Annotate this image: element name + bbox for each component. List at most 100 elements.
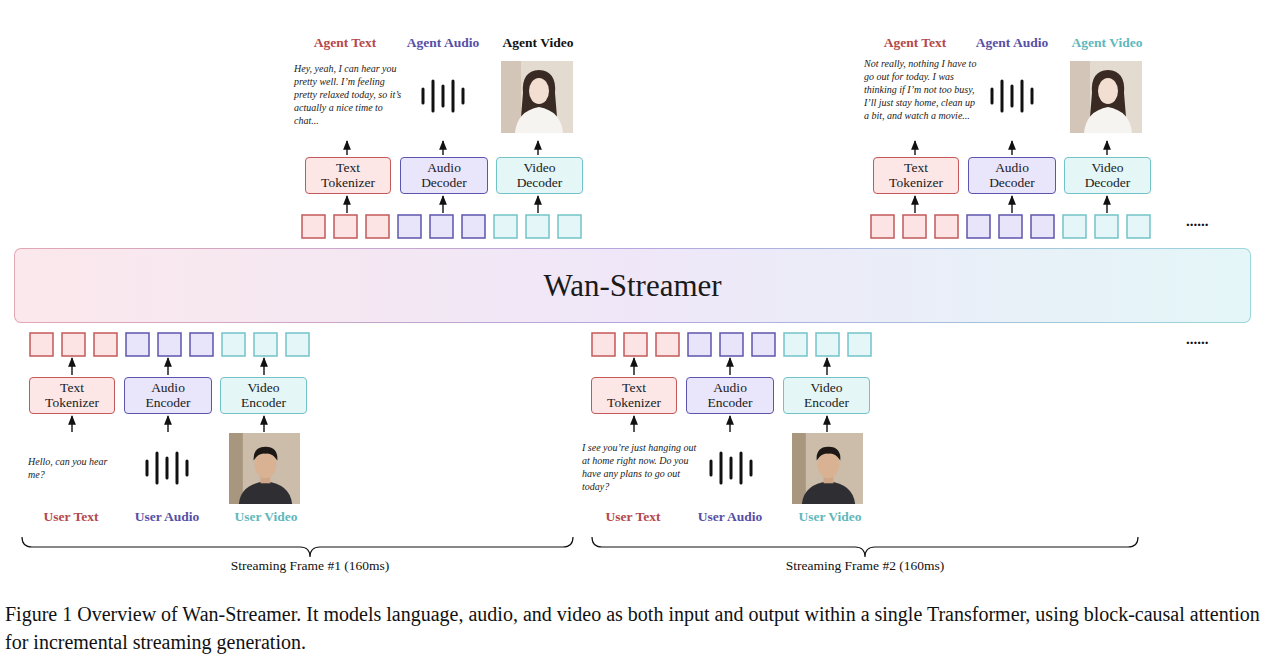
- wave-bar: [1031, 89, 1034, 103]
- box-label: Video Decoder: [505, 161, 574, 190]
- audio-token: [967, 215, 990, 238]
- video-token: [1095, 215, 1118, 238]
- agent-utterance: Not really, nothing I have to go out for…: [864, 57, 978, 122]
- wave-bar: [442, 86, 445, 106]
- box-label: Audio Encoder: [133, 381, 203, 410]
- box-label: Text Tokenizer: [882, 161, 950, 190]
- wave-bar: [1021, 81, 1024, 111]
- box-label: Video Encoder: [229, 381, 298, 410]
- audio-icon: [147, 453, 187, 483]
- transformer-band: Wan-Streamer: [14, 248, 1251, 323]
- arrow: [167, 358, 168, 375]
- arrow: [1106, 141, 1107, 155]
- arrow: [1011, 196, 1012, 213]
- arrow: [1011, 141, 1012, 155]
- wave-bar: [462, 89, 465, 103]
- wave-bar: [422, 89, 425, 103]
- frame-label: Streaming Frame #2 (160ms): [715, 558, 1015, 574]
- arrow: [346, 196, 347, 213]
- audio-token: [190, 333, 213, 356]
- tokenizer-box: Text Tokenizer: [591, 377, 677, 414]
- text-token: [871, 215, 894, 238]
- audio-token: [720, 333, 743, 356]
- tokenizer-box: Text Tokenizer: [873, 157, 959, 194]
- wave-bar: [710, 461, 713, 475]
- continuation-dots: ......: [1186, 213, 1246, 229]
- audio-token: [126, 333, 149, 356]
- agent-video-frame: [501, 61, 573, 133]
- stream-heading: Agent Video: [483, 35, 593, 51]
- stream-heading: User Audio: [680, 509, 780, 525]
- text-token: [62, 333, 85, 356]
- decoder-box: Audio Decoder: [400, 157, 488, 194]
- arrow: [71, 416, 72, 432]
- audio-token: [398, 215, 421, 238]
- wave-bar: [452, 81, 455, 111]
- audio-token: [462, 215, 485, 238]
- video-token: [558, 215, 581, 238]
- arrow: [729, 358, 730, 375]
- text-token: [592, 333, 615, 356]
- box-label: Text Tokenizer: [314, 161, 382, 190]
- video-token: [784, 333, 807, 356]
- arrow: [633, 358, 634, 375]
- tokenizer-box: Text Tokenizer: [305, 157, 391, 194]
- wave-bar: [432, 81, 435, 111]
- arrow: [442, 141, 443, 155]
- decoder-box: Video Decoder: [1064, 157, 1151, 194]
- wave-bar: [176, 453, 179, 483]
- user-utterance: Hello, can you hear me?: [28, 455, 126, 481]
- audio-token: [430, 215, 453, 238]
- user-video-frame: [229, 433, 300, 504]
- frame-label: Streaming Frame #1 (160ms): [160, 558, 460, 574]
- arrow: [167, 416, 168, 432]
- agent-video-frame: [1070, 61, 1142, 133]
- text-token: [94, 333, 117, 356]
- arrow: [914, 141, 915, 155]
- arrow: [729, 416, 730, 432]
- video-token: [816, 333, 839, 356]
- video-token: [1063, 215, 1086, 238]
- video-token: [286, 333, 309, 356]
- encoder-box: Audio Encoder: [124, 377, 212, 414]
- text-token: [624, 333, 647, 356]
- audio-token: [752, 333, 775, 356]
- stream-heading: Agent Text: [290, 35, 400, 51]
- stream-heading: User Video: [216, 509, 316, 525]
- wave-bar: [156, 453, 159, 483]
- video-token: [494, 215, 517, 238]
- arrow: [442, 196, 443, 213]
- box-label: Text Tokenizer: [38, 381, 106, 410]
- frame-brace: [592, 537, 1138, 557]
- wave-bar: [1011, 86, 1014, 106]
- audio-icon: [992, 81, 1032, 111]
- stream-heading: Agent Video: [1052, 35, 1162, 51]
- audio-token: [688, 333, 711, 356]
- arrow: [346, 141, 347, 155]
- stream-heading: User Text: [583, 509, 683, 525]
- text-token: [366, 215, 389, 238]
- model-name: Wan-Streamer: [543, 268, 721, 304]
- arrow: [914, 196, 915, 213]
- box-label: Video Encoder: [792, 381, 861, 410]
- video-token: [1127, 215, 1150, 238]
- arrow: [826, 416, 827, 432]
- box-label: Audio Decoder: [409, 161, 479, 190]
- decoder-box: Video Decoder: [496, 157, 583, 194]
- audio-token: [1031, 215, 1054, 238]
- stream-heading: Agent Audio: [388, 35, 498, 51]
- video-token: [254, 333, 277, 356]
- wave-bar: [186, 461, 189, 475]
- wave-bar: [740, 453, 743, 483]
- box-label: Text Tokenizer: [600, 381, 668, 410]
- text-token: [30, 333, 53, 356]
- audio-icon: [423, 81, 463, 111]
- frame-brace: [22, 537, 573, 557]
- agent-utterance: Hey, yeah, I can hear you pretty well. I…: [294, 62, 402, 127]
- arrow: [633, 416, 634, 432]
- arrow: [263, 358, 264, 375]
- box-label: Audio Encoder: [695, 381, 765, 410]
- text-token: [935, 215, 958, 238]
- arrow: [1106, 196, 1107, 213]
